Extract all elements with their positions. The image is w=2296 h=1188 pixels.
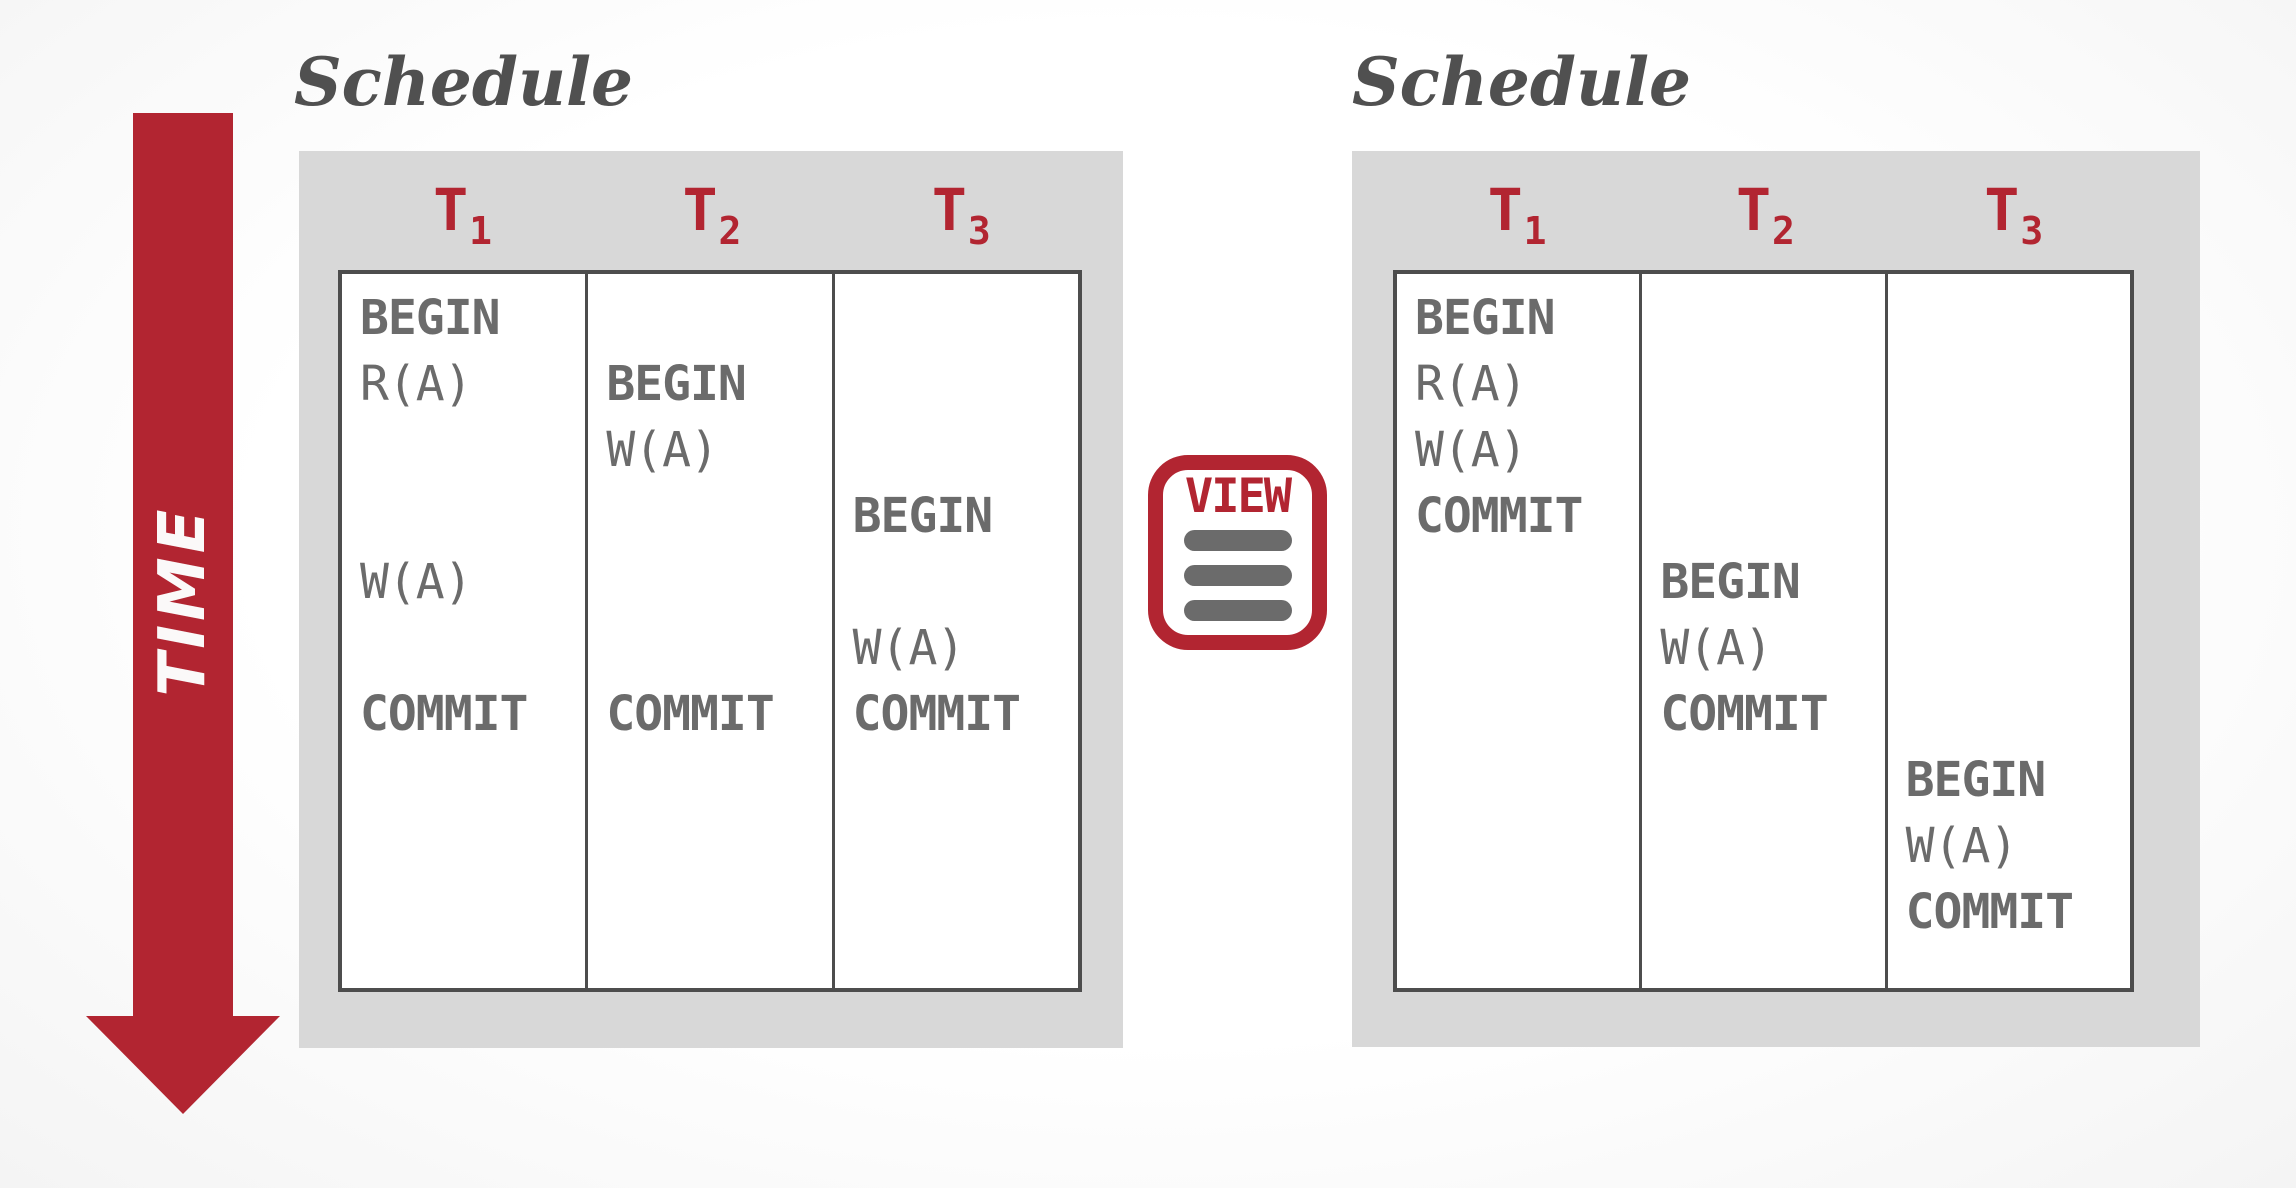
schedule-column-T2: BEGIN W(A) COMMIT	[1642, 274, 1888, 988]
equivalence-bars-icon	[1183, 530, 1292, 635]
column-header-T3: T3	[1984, 176, 2044, 253]
schedule-column-T3: BEGIN W(A) COMMIT	[1888, 274, 2130, 988]
operation-wa: W(A)	[606, 422, 719, 478]
equivalence-bar	[1183, 600, 1292, 621]
operation-ra: R(A)	[1415, 356, 1528, 412]
operation-commit: COMMIT	[606, 686, 774, 742]
operation-commit: COMMIT	[852, 686, 1021, 742]
column-header-T3: T3	[931, 176, 991, 253]
operation-wa: W(A)	[1905, 818, 2019, 874]
operation-begin: BEGIN	[1660, 554, 1800, 610]
schedule-table: BEGIN R(A) W(A) COMMIT BEGIN W(A) COMMIT BEGIN W…	[1393, 270, 2134, 992]
equivalence-bar	[1183, 530, 1292, 551]
operation-wa: W(A)	[1660, 620, 1773, 676]
operation-wa: W(A)	[360, 554, 473, 610]
time-arrow-label: TIME	[146, 505, 220, 697]
schedule-column-T1: BEGIN R(A) W(A) COMMIT	[342, 274, 589, 988]
equivalence-bar	[1183, 565, 1292, 586]
operation-commit: COMMIT	[360, 686, 528, 742]
operation-begin: BEGIN	[606, 356, 746, 412]
time-arrow-head-icon	[86, 1016, 280, 1114]
schedule-column-T1: BEGIN R(A) W(A) COMMIT	[1397, 274, 1643, 988]
operation-commit: COMMIT	[1415, 488, 1583, 544]
right-schedule-title: Schedule	[1352, 43, 1692, 121]
operation-begin: BEGIN	[1905, 752, 2046, 808]
operation-commit: COMMIT	[1905, 884, 2074, 940]
column-header-T2: T2	[682, 176, 742, 253]
operation-wa: W(A)	[852, 620, 966, 676]
operation-commit: COMMIT	[1660, 686, 1828, 742]
schedule-table: BEGIN R(A) W(A) COMMIT BEGIN W(A) COMMIT BEGIN W…	[338, 270, 1082, 992]
operation-begin: BEGIN	[1415, 290, 1555, 346]
column-header-T1: T1	[433, 176, 493, 253]
operation-begin: BEGIN	[852, 488, 993, 544]
operation-ra: R(A)	[360, 356, 473, 412]
schedule-column-T3: BEGIN W(A) COMMIT	[835, 274, 1078, 988]
schedule-column-T2: BEGIN W(A) COMMIT	[588, 274, 835, 988]
left-schedule-title: Schedule	[294, 43, 634, 121]
time-arrow-shaft	[133, 113, 233, 1016]
operation-begin: BEGIN	[360, 290, 500, 346]
view-equivalence-label: VIEW	[1184, 469, 1292, 524]
column-header-T2: T2	[1736, 176, 1795, 253]
column-header-T1: T1	[1487, 176, 1547, 253]
operation-wa: W(A)	[1415, 422, 1528, 478]
time-arrow: TIME	[86, 113, 281, 1115]
view-equivalence-badge: VIEW	[1148, 455, 1327, 650]
